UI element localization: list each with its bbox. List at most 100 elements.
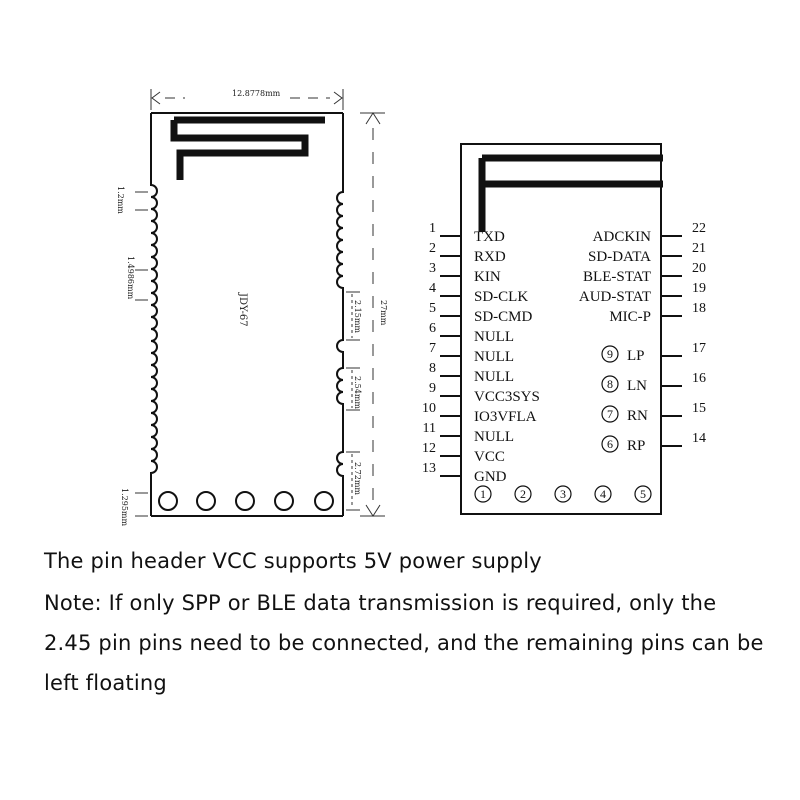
caption-note: Note: If only SPP or BLE data transmissi… <box>44 591 764 695</box>
height-dim-label: 27mm <box>379 300 388 326</box>
pin-number: 10 <box>422 401 436 416</box>
pin-number: 9 <box>429 381 436 396</box>
pin-circle <box>601 405 619 423</box>
pin-label: MIC-P <box>609 309 651 325</box>
pin-label: ADCKIN <box>593 229 651 245</box>
left-pin-list: 1TXD2RXD3KIN4SD-CLK5SD-CMD6NULL7NULL8NUL… <box>422 221 540 485</box>
bottom-pad-list: 1 2 3 4 5 <box>474 485 652 503</box>
pin-label: RN <box>627 408 648 424</box>
pin-number: 4 <box>429 281 436 296</box>
pin-label: VCC <box>474 449 505 465</box>
pad-number: 4 <box>600 487 606 501</box>
bottom-pad: 2 <box>514 485 532 503</box>
bottom-pad: 1 <box>474 485 492 503</box>
pin-number: 20 <box>692 261 706 276</box>
right-edge-dimensions <box>346 291 360 511</box>
bottom-pad: 3 <box>554 485 572 503</box>
pin-label: NULL <box>474 369 514 385</box>
left-pin: 4SD-CLK <box>429 281 528 305</box>
pin-label: RP <box>627 438 645 454</box>
pin-number: 2 <box>429 241 436 256</box>
module-outline-drawing <box>150 112 344 517</box>
pin-number: 14 <box>692 431 706 446</box>
pin-label: IO3VFLA <box>474 409 537 425</box>
pin-number: 19 <box>692 281 706 296</box>
bottom-pad: 5 <box>634 485 652 503</box>
right-pin: SD-DATA 21 <box>588 241 706 265</box>
pin-label: NULL <box>474 429 514 445</box>
pin-label: TXD <box>474 229 505 245</box>
pin-circle-number: 9 <box>607 347 613 361</box>
width-dimension <box>150 89 344 110</box>
right-dim-1-label: 2.15mm <box>353 300 362 333</box>
pin-label: LP <box>627 348 645 364</box>
pin-circle-number: 7 <box>607 407 613 421</box>
pin-number: 6 <box>429 321 436 336</box>
height-dimension <box>360 112 385 517</box>
module-name-label: JDY-67 <box>237 292 248 327</box>
pin-number: 3 <box>429 261 436 276</box>
pad-circle <box>554 485 572 503</box>
pin-number: 8 <box>429 361 436 376</box>
pad-circle <box>474 485 492 503</box>
right-dim-2-label: 2.54mm <box>353 376 362 409</box>
pin-label: KIN <box>474 269 501 285</box>
pin-number: 13 <box>422 461 436 476</box>
pin-number: 15 <box>692 401 706 416</box>
pin-number: 22 <box>692 221 706 236</box>
pin-label: GND <box>474 469 507 485</box>
audio-pin-list: 9 LP 17 8 LN 16 7 RN 15 6 RP 14 <box>601 341 706 454</box>
pin-label: AUD-STAT <box>579 289 651 305</box>
pin-label: LN <box>627 378 647 394</box>
audio-pin: 8 LN 16 <box>601 371 706 394</box>
audio-pin: 9 LP 17 <box>601 341 706 364</box>
pin-number: 1 <box>429 221 436 236</box>
right-castellated-edge <box>336 113 344 516</box>
pin-label: BLE-STAT <box>583 269 651 285</box>
pad-circle <box>594 485 612 503</box>
pad-number: 2 <box>520 487 526 501</box>
pin-number: 17 <box>692 341 706 356</box>
pin-number: 12 <box>422 441 436 456</box>
left-edge-dimensions <box>135 191 148 517</box>
pin-number: 7 <box>429 341 436 356</box>
pin-label: RXD <box>474 249 506 265</box>
pin-circle <box>601 435 619 453</box>
pin-label: SD-CLK <box>474 289 528 305</box>
left-dim-2-label: 1.4986mm <box>126 256 135 300</box>
pin-circle-number: 8 <box>607 377 613 391</box>
left-castellated-edge <box>150 113 158 516</box>
right-pin: AUD-STAT 19 <box>579 281 706 305</box>
pin-label: NULL <box>474 349 514 365</box>
pin-label: SD-DATA <box>588 249 651 265</box>
pad-number: 1 <box>480 487 486 501</box>
pad-number: 5 <box>640 487 646 501</box>
pin-number: 21 <box>692 241 706 256</box>
pad-circle <box>514 485 532 503</box>
right-pin: ADCKIN 22 <box>593 221 706 245</box>
width-dim-label: 12.8778mm <box>232 89 281 98</box>
pad-circle <box>634 485 652 503</box>
pinout-antenna-trace <box>478 154 663 232</box>
pin-number: 16 <box>692 371 706 386</box>
caption-line-1: The pin header VCC supports 5V power sup… <box>44 549 542 573</box>
antenna-trace <box>170 116 325 180</box>
pin-number: 11 <box>423 421 436 436</box>
right-pin: MIC-P18 <box>609 301 706 325</box>
pin-circle-number: 6 <box>607 437 613 451</box>
right-pin: BLE-STAT 20 <box>583 261 706 285</box>
audio-pin: 7 RN 15 <box>601 401 706 424</box>
pinout-box <box>460 143 663 515</box>
pin-label: SD-CMD <box>474 309 533 325</box>
left-dim-3-label: 1.295mm <box>120 488 129 526</box>
